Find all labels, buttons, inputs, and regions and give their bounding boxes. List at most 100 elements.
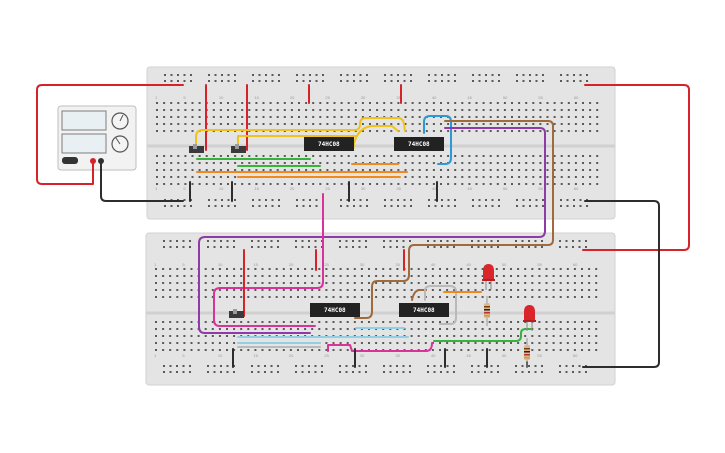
breadboard-hole[interactable] <box>396 246 398 248</box>
breadboard-hole[interactable] <box>539 176 542 178</box>
breadboard-hole[interactable] <box>184 162 187 164</box>
breadboard-hole[interactable] <box>183 335 186 337</box>
breadboard-hole[interactable] <box>156 169 158 171</box>
breadboard-hole[interactable] <box>220 240 222 242</box>
breadboard-hole[interactable] <box>589 123 592 125</box>
breadboard-hole[interactable] <box>262 162 265 164</box>
breadboard-hole[interactable] <box>397 74 399 76</box>
breadboard-hole[interactable] <box>283 102 286 104</box>
breadboard-hole[interactable] <box>490 240 493 242</box>
breadboard-hole[interactable] <box>319 162 322 164</box>
breadboard-hole[interactable] <box>270 371 273 373</box>
breadboard-hole[interactable] <box>397 123 400 125</box>
breadboard-hole[interactable] <box>595 282 598 284</box>
breadboard-hole[interactable] <box>596 183 599 185</box>
breadboard-hole[interactable] <box>560 74 562 76</box>
breadboard-hole[interactable] <box>431 289 434 291</box>
breadboard-hole[interactable] <box>560 116 563 118</box>
breadboard-hole[interactable] <box>582 162 584 164</box>
breadboard-hole[interactable] <box>227 183 229 185</box>
breadboard-hole[interactable] <box>595 342 598 344</box>
breadboard-hole[interactable] <box>211 289 214 291</box>
breadboard-hole[interactable] <box>184 183 187 185</box>
breadboard-hole[interactable] <box>477 240 480 242</box>
breadboard-hole[interactable] <box>572 246 574 248</box>
breadboard-hole[interactable] <box>312 123 315 125</box>
breadboard-hole[interactable] <box>521 246 524 248</box>
breadboard-hole[interactable] <box>432 169 435 171</box>
breadboard-hole[interactable] <box>169 342 172 344</box>
breadboard-hole[interactable] <box>213 365 216 367</box>
breadboard-hole[interactable] <box>573 296 576 298</box>
breadboard-hole[interactable] <box>248 183 251 185</box>
breadboard-hole[interactable] <box>539 116 542 118</box>
breadboard-hole[interactable] <box>170 155 173 157</box>
breadboard-hole[interactable] <box>221 80 223 82</box>
breadboard-hole[interactable] <box>233 282 236 284</box>
breadboard-hole[interactable] <box>446 328 449 330</box>
breadboard-hole[interactable] <box>221 74 223 76</box>
breadboard-hole[interactable] <box>183 275 186 277</box>
breadboard-hole[interactable] <box>332 289 335 291</box>
breadboard-hole[interactable] <box>468 155 471 157</box>
breadboard-hole[interactable] <box>353 275 356 277</box>
breadboard-hole[interactable] <box>418 183 421 185</box>
breadboard-hole[interactable] <box>485 80 487 82</box>
breadboard-hole[interactable] <box>359 199 362 201</box>
breadboard-hole[interactable] <box>434 205 437 207</box>
breadboard-hole[interactable] <box>345 365 348 367</box>
breadboard-hole[interactable] <box>411 102 414 104</box>
breadboard-hole[interactable] <box>241 169 244 171</box>
breadboard-hole[interactable] <box>431 349 434 351</box>
breadboard-hole[interactable] <box>389 268 392 270</box>
breadboard-hole[interactable] <box>531 349 534 351</box>
breadboard-hole[interactable] <box>289 321 292 323</box>
dc-power-supply[interactable] <box>57 105 137 171</box>
breadboard-hole[interactable] <box>257 246 260 248</box>
breadboard-hole[interactable] <box>383 169 386 171</box>
breadboard-hole[interactable] <box>170 109 173 111</box>
breadboard-hole[interactable] <box>417 268 420 270</box>
breadboard-hole[interactable] <box>247 289 250 291</box>
breadboard-hole[interactable] <box>226 371 229 373</box>
breadboard-holes[interactable] <box>155 240 598 373</box>
breadboard-hole[interactable] <box>567 116 570 118</box>
breadboard-hole[interactable] <box>472 80 474 82</box>
breadboard-hole[interactable] <box>251 246 253 248</box>
breadboard-hole[interactable] <box>524 342 527 344</box>
breadboard-hole[interactable] <box>352 246 354 248</box>
breadboard-hole[interactable] <box>461 162 464 164</box>
wire-yellow-1[interactable] <box>195 117 406 151</box>
breadboard-hole[interactable] <box>553 109 556 111</box>
breadboard-hole[interactable] <box>198 169 201 171</box>
breadboard-hole[interactable] <box>212 109 215 111</box>
breadboard-hole[interactable] <box>467 342 470 344</box>
breadboard-hole[interactable] <box>298 162 300 164</box>
breadboard-hole[interactable] <box>552 268 555 270</box>
breadboard-hole[interactable] <box>354 102 357 104</box>
breadboard-hole[interactable] <box>581 349 583 351</box>
breadboard-hole[interactable] <box>495 282 498 284</box>
breadboard-hole[interactable] <box>234 183 237 185</box>
breadboard-hole[interactable] <box>447 155 450 157</box>
breadboard-hole[interactable] <box>368 268 370 270</box>
breadboard-hole[interactable] <box>433 240 436 242</box>
breadboard-hole[interactable] <box>365 371 367 373</box>
breadboard-hole[interactable] <box>301 240 304 242</box>
breadboard-hole[interactable] <box>346 205 349 207</box>
breadboard-hole[interactable] <box>163 116 166 118</box>
breadboard-hole[interactable] <box>589 176 592 178</box>
breadboard-hole[interactable] <box>234 155 237 157</box>
breadboard-hole[interactable] <box>589 130 592 132</box>
breadboard-hole[interactable] <box>560 199 562 201</box>
breadboard-hole[interactable] <box>424 268 427 270</box>
breadboard-hole[interactable] <box>516 74 518 76</box>
breadboard-hole[interactable] <box>586 205 588 207</box>
breadboard-hole[interactable] <box>211 349 214 351</box>
breadboard-hole[interactable] <box>191 169 194 171</box>
breadboard-hole[interactable] <box>589 155 592 157</box>
breadboard-hole[interactable] <box>248 102 251 104</box>
breadboard-hole[interactable] <box>502 321 505 323</box>
breadboard-hole[interactable] <box>383 123 386 125</box>
breadboard-hole[interactable] <box>502 268 505 270</box>
